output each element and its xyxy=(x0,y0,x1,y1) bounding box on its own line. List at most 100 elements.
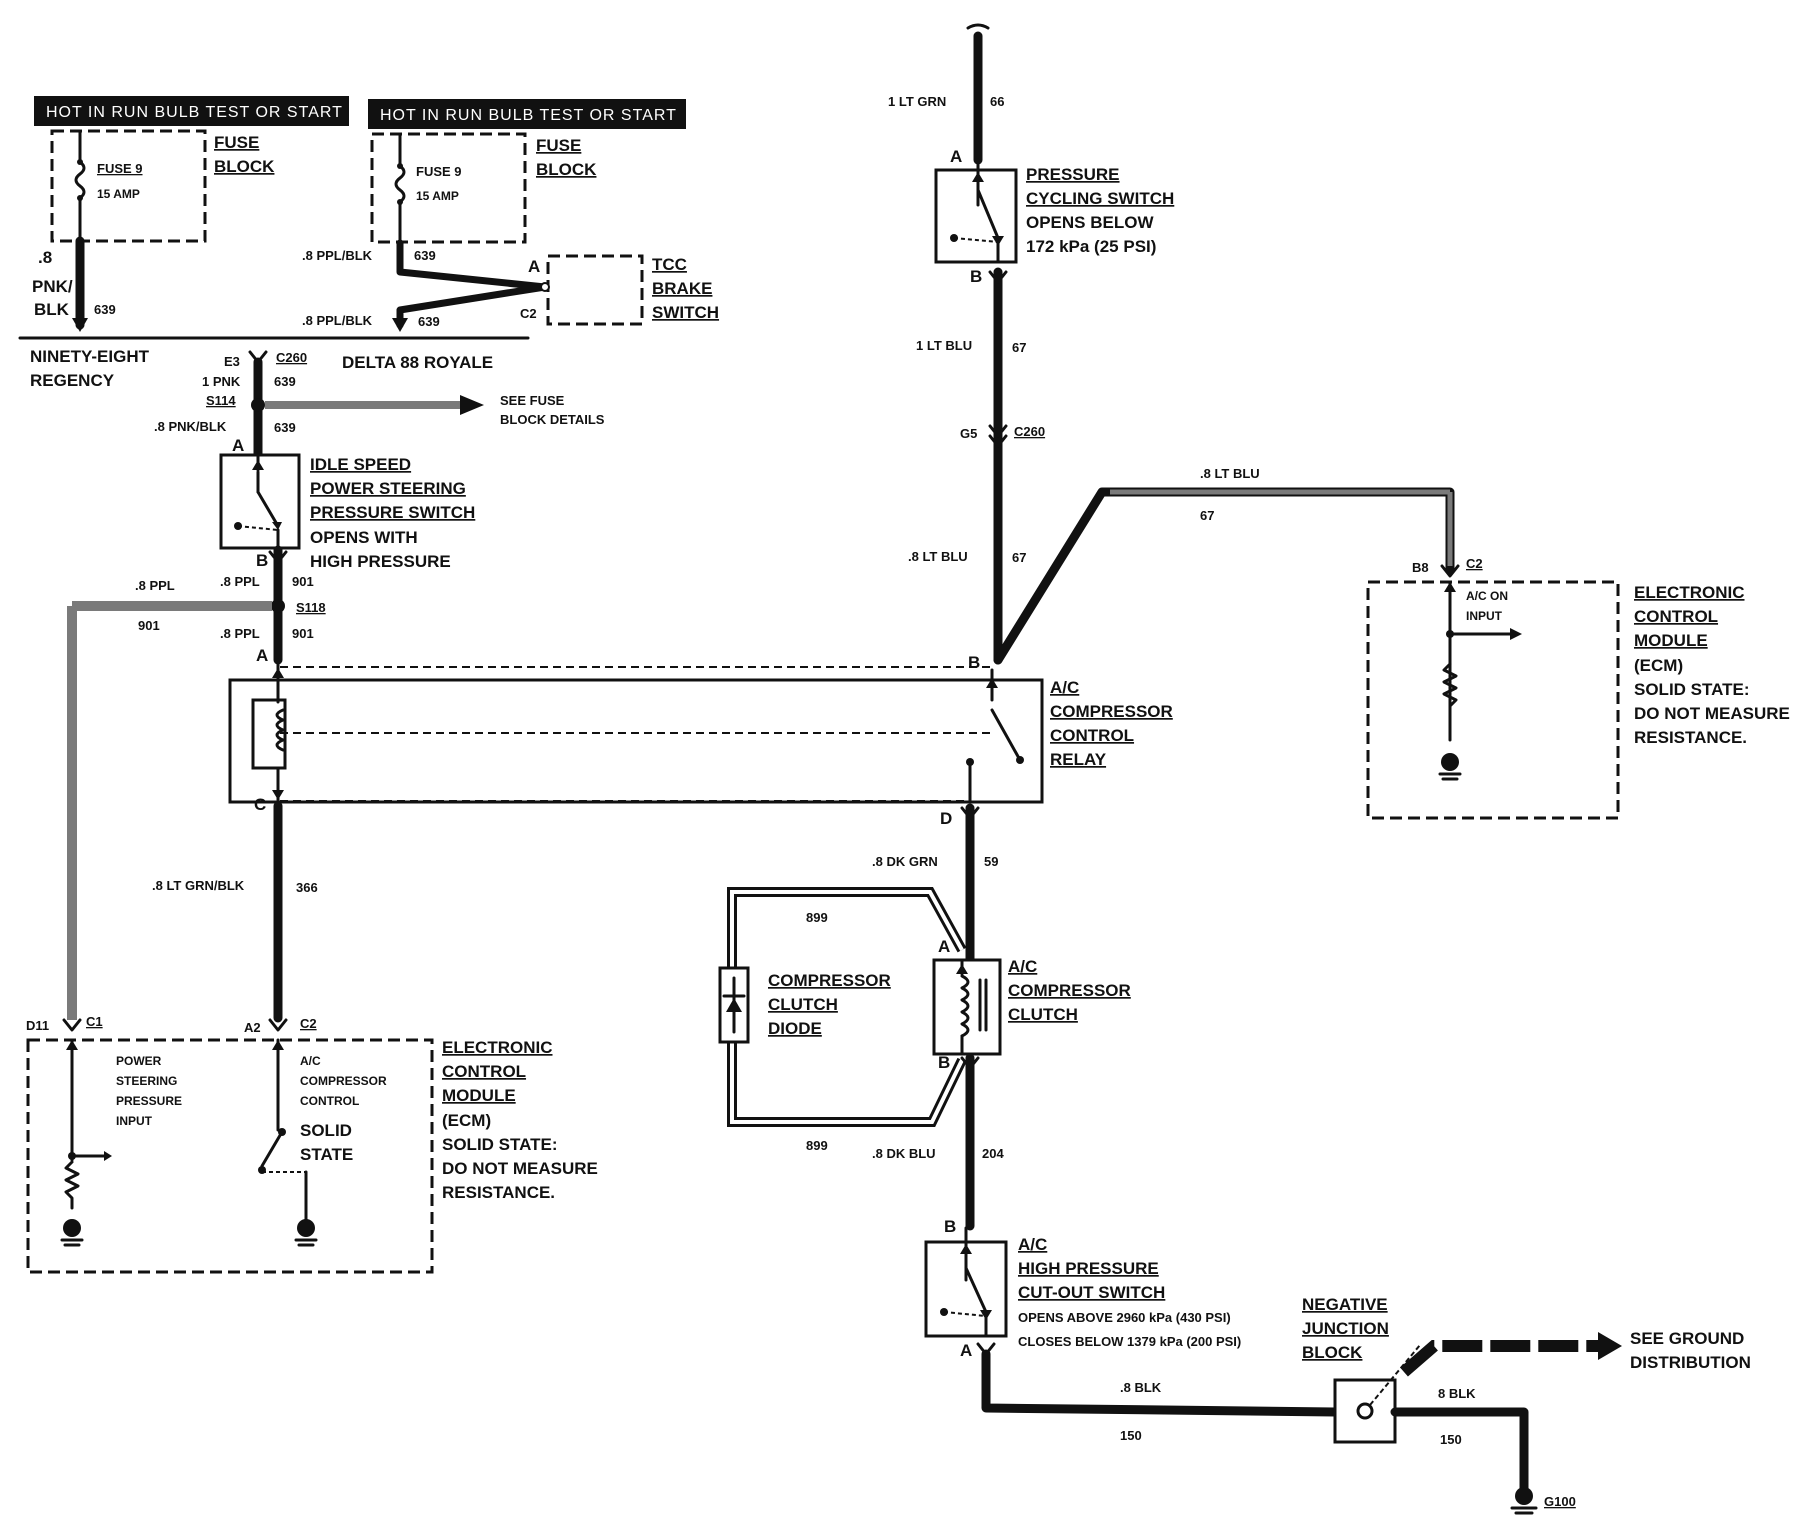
pcs-note-1: OPENS BELOW xyxy=(1026,213,1154,232)
fuse-left-block-2: BLOCK xyxy=(214,157,275,176)
tcc-brake-switch: A C2 TCC BRAKE SWITCH xyxy=(520,254,719,326)
w204-num: 204 xyxy=(982,1146,1004,1161)
conn-g100: G100 xyxy=(1544,1494,1576,1509)
pcs-note-2: 172 kPa (25 PSI) xyxy=(1026,237,1156,256)
w204: .8 DK BLU xyxy=(872,1146,936,1161)
idle-note-1: OPENS WITH xyxy=(310,528,418,547)
compressor-clutch-diode xyxy=(718,966,750,1044)
conn-s114: S114 xyxy=(206,393,236,408)
clutch-label-2: COMPRESSOR xyxy=(1008,981,1131,1000)
ecm-left-note-2: SOLID STATE: xyxy=(442,1135,558,1154)
relay-label-4: RELAY xyxy=(1050,750,1107,769)
ecm-right-title-2: CONTROL xyxy=(1634,607,1718,626)
header-left: HOT IN RUN BULB TEST OR START xyxy=(34,96,349,126)
see-fuse-2: BLOCK DETAILS xyxy=(500,412,605,427)
pressure-cycling-switch xyxy=(934,158,1018,264)
ecm-left-ps-1: POWER xyxy=(116,1054,162,1068)
ecm-right-input-1: A/C ON xyxy=(1466,589,1508,603)
ecm-left-ps-4: INPUT xyxy=(116,1114,153,1128)
tcc-label-2: BRAKE xyxy=(652,279,712,298)
neg-junction-3: BLOCK xyxy=(1302,1343,1363,1362)
see-ground-2: DISTRIBUTION xyxy=(1630,1353,1751,1372)
idle-pin-b: B xyxy=(256,551,268,570)
w67b: .8 LT BLU xyxy=(908,549,968,564)
fuse-block-left: FUSE 9 15 AMP FUSE BLOCK xyxy=(50,129,275,243)
clutch-label-1: A/C xyxy=(1008,957,1037,976)
w901a-num: 901 xyxy=(292,574,314,589)
pcs-label-1: PRESSURE xyxy=(1026,165,1120,184)
fuse-right-rating: 15 AMP xyxy=(416,189,459,203)
hp-label-3: CUT-OUT SWITCH xyxy=(1018,1283,1165,1302)
w67a: 1 LT BLU xyxy=(916,338,972,353)
ecm-right-input-2: INPUT xyxy=(1466,609,1503,623)
w66: 1 LT GRN xyxy=(888,94,946,109)
w150a-num: 150 xyxy=(1120,1428,1142,1443)
conn-c260a: C260 xyxy=(276,350,307,365)
w899a: 899 xyxy=(806,910,828,925)
relay-label-1: A/C xyxy=(1050,678,1079,697)
tcc-pin-a: A xyxy=(528,257,540,276)
w639-left-color2: BLK xyxy=(34,300,70,319)
idle-label-1: IDLE SPEED xyxy=(310,455,411,474)
w150b-num: 150 xyxy=(1440,1432,1462,1447)
conn-c2ecm: C2 xyxy=(1466,556,1483,571)
fuse-left-rating: 15 AMP xyxy=(97,187,140,201)
model-left-2: REGENCY xyxy=(30,371,115,390)
fuse-right-block-1: FUSE xyxy=(536,136,581,155)
conn-e3: E3 xyxy=(224,354,240,369)
relay-label-2: COMPRESSOR xyxy=(1050,702,1173,721)
ecm-left-ps-3: PRESSURE xyxy=(116,1094,182,1108)
w8pnkblk: .8 PNK/BLK xyxy=(154,419,227,434)
see-fuse-1: SEE FUSE xyxy=(500,393,565,408)
ecm-left-ac-1: A/C xyxy=(300,1054,321,1068)
w899b: 899 xyxy=(806,1138,828,1153)
pcs-pin-b: B xyxy=(970,267,982,286)
ecm-right-title-3: MODULE xyxy=(1634,631,1708,650)
conn-c1: C1 xyxy=(86,1014,103,1029)
hp-pin-b: B xyxy=(944,1217,956,1236)
pcs-label-2: CYCLING SWITCH xyxy=(1026,189,1174,208)
ecm-left xyxy=(26,1018,434,1274)
clutch-label-3: CLUTCH xyxy=(1008,1005,1078,1024)
conn-b8: B8 xyxy=(1412,560,1429,575)
fuse-block-right: FUSE 9 15 AMP FUSE BLOCK xyxy=(370,132,597,244)
neg-junction-2: JUNCTION xyxy=(1302,1319,1389,1338)
w66-num: 66 xyxy=(990,94,1004,109)
ac-compressor-control-relay xyxy=(228,658,1044,804)
ecm-right-note-1: (ECM) xyxy=(1634,656,1683,675)
w639-r1: .8 PPL/BLK xyxy=(302,248,373,263)
ground-g100 xyxy=(1510,1487,1538,1515)
clutch-pin-b: B xyxy=(938,1053,950,1072)
negative-junction-block xyxy=(1333,1344,1421,1444)
conn-s118: S118 xyxy=(296,600,326,615)
diode-label-2: CLUTCH xyxy=(768,995,838,1014)
fuse-left-name: FUSE 9 xyxy=(97,161,143,176)
ecm-left-title-1: ELECTRONIC xyxy=(442,1038,553,1057)
ecm-right-note-4: RESISTANCE. xyxy=(1634,728,1747,747)
ecm-left-ac-2: COMPRESSOR xyxy=(300,1074,387,1088)
diode-label-3: DIODE xyxy=(768,1019,822,1038)
idle-label-3: PRESSURE SWITCH xyxy=(310,503,475,522)
idle-label-2: POWER STEERING xyxy=(310,479,466,498)
fuse-right-name: FUSE 9 xyxy=(416,164,462,179)
diode-label-1: COMPRESSOR xyxy=(768,971,891,990)
w366: .8 LT GRN/BLK xyxy=(152,878,245,893)
w901b-num: 901 xyxy=(138,618,160,633)
w901c-num: 901 xyxy=(292,626,314,641)
header-right-text: HOT IN RUN BULB TEST OR START xyxy=(380,107,677,124)
header-right: HOT IN RUN BULB TEST OR START xyxy=(368,99,686,129)
w59-num: 59 xyxy=(984,854,998,869)
model-left-1: NINETY-EIGHT xyxy=(30,347,150,366)
idle-note-2: HIGH PRESSURE xyxy=(310,552,451,571)
w639-r2: .8 PPL/BLK xyxy=(302,313,373,328)
w901a: .8 PPL xyxy=(220,574,260,589)
w59: .8 DK GRN xyxy=(872,854,938,869)
relay-pin-c: C xyxy=(254,795,266,814)
conn-c2b: C2 xyxy=(300,1016,317,1031)
conn-c260b: C260 xyxy=(1014,424,1045,439)
header-left-text: HOT IN RUN BULB TEST OR START xyxy=(46,104,343,121)
w901b: .8 PPL xyxy=(135,578,175,593)
ecm-left-ac-3: CONTROL xyxy=(300,1094,359,1108)
ecm-left-solid-2: STATE xyxy=(300,1145,353,1164)
